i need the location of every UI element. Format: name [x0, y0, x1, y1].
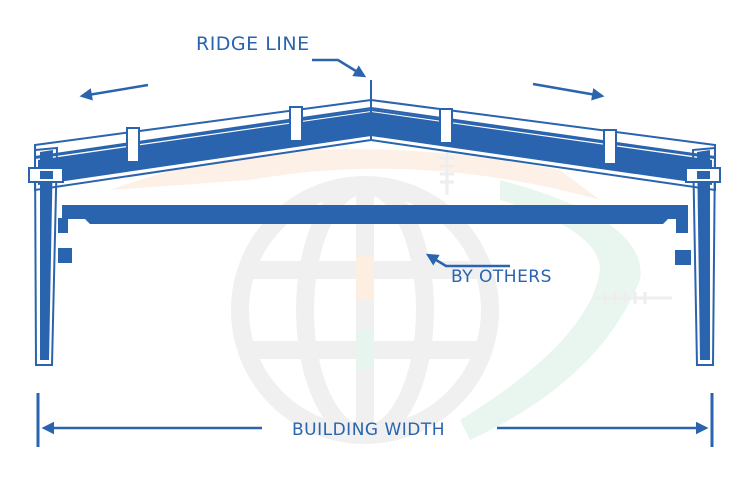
- splice-plates: [126, 106, 617, 165]
- watermark-logo: [110, 149, 672, 444]
- crane-beam: [62, 205, 688, 224]
- by-others-label: BY OTHERS: [451, 267, 552, 287]
- slope-arrow-left: [79, 83, 149, 101]
- slope-arrow-right: [532, 82, 605, 101]
- building-width-label: BUILDING WIDTH: [292, 420, 446, 440]
- ridge-line-label: RIDGE LINE: [196, 33, 310, 55]
- by-others-leader-arrow: [425, 253, 510, 268]
- ridge-leader-arrow: [312, 58, 367, 78]
- column-left: [28, 146, 72, 366]
- spring-icon: [440, 150, 672, 304]
- column-right: [675, 146, 721, 366]
